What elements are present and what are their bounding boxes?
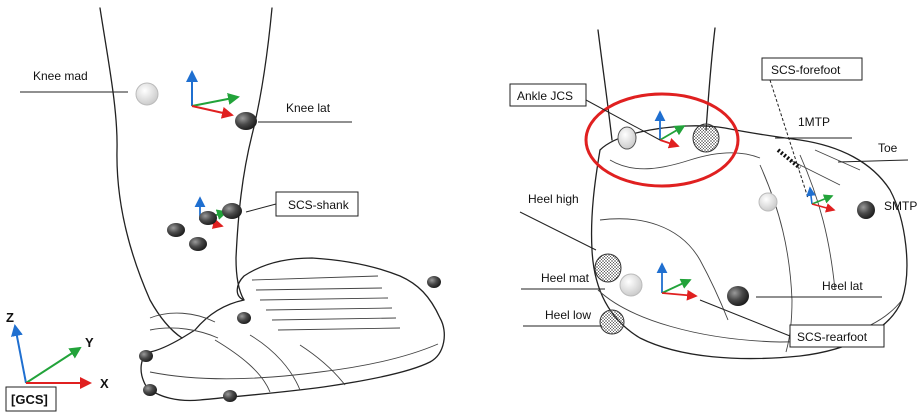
toe-leader: [838, 160, 908, 162]
knee-mad-label: Knee mad: [33, 69, 88, 83]
forefoot-medial-marker: [759, 193, 777, 211]
heel-lat-marker: [727, 286, 749, 306]
shoe-lacing: [252, 276, 400, 330]
heel-lat-label: Heel lat: [822, 279, 863, 293]
rear-shoe-outline: [592, 126, 907, 359]
right-panel: Ankle JCS SCS-forefoot 1MTP Toe SMTP Hee…: [510, 28, 917, 359]
rear-shoe-panel-3: [790, 150, 860, 290]
rear-shoe-inner-collar: [610, 153, 760, 169]
shank-cluster-marker-4: [189, 237, 207, 251]
scs-forefoot-leader: [770, 80, 808, 198]
scs-forefoot-axes: [810, 188, 834, 210]
shank-cluster-marker-2: [199, 211, 217, 225]
scs-shank-label: SCS-shank: [288, 198, 350, 212]
mtp1-marker: [778, 150, 800, 168]
scs-rearfoot-label: SCS-rearfoot: [797, 330, 868, 344]
gcs-axes: [15, 326, 90, 383]
shank-outline-lateral: [236, 8, 272, 300]
heel-high-label: Heel high: [528, 192, 579, 206]
shoe-marker-front-top: [427, 276, 441, 288]
shank-frame-axes: [192, 72, 238, 115]
ankle-jcs-label: Ankle JCS: [517, 89, 573, 103]
gcs-box-label: [GCS]: [11, 392, 48, 407]
shoe-marker-instep: [237, 312, 251, 324]
gcs-y-label: Y: [85, 335, 94, 350]
rear-shoe-panel-2: [760, 165, 792, 352]
heel-low-marker: [600, 310, 624, 334]
shoe-marker-heel-high: [139, 350, 153, 362]
shoe-side-stripes: [215, 335, 345, 392]
smtp-label: SMTP: [884, 199, 917, 213]
knee-lat-marker: [235, 112, 257, 130]
mtp1-label: 1MTP: [798, 115, 830, 129]
toe-label: Toe: [878, 141, 898, 155]
scs-forefoot-label: SCS-forefoot: [771, 63, 841, 77]
gcs-z-label: Z: [6, 310, 14, 325]
shoe-marker-heel-low: [143, 384, 157, 396]
scs-shank-leader: [246, 204, 276, 212]
ankle-jcs-axes: [660, 112, 684, 146]
shank-cluster-marker-3: [222, 203, 242, 219]
ankle-leg-line-2: [706, 28, 715, 130]
scs-rearfoot-axes: [662, 264, 696, 296]
smtp-marker: [857, 201, 875, 219]
shank-outline: [100, 8, 182, 338]
ankle-lat-marker: [693, 124, 719, 152]
ankle-leg-line-1: [598, 30, 612, 140]
heel-high-leader: [520, 212, 596, 250]
heel-mat-marker: [620, 274, 642, 296]
heel-mat-label: Heel mat: [541, 271, 590, 285]
left-panel: Knee mad Knee lat SCS-shank: [6, 8, 444, 411]
scs-rearfoot-leader: [700, 300, 790, 336]
knee-mad-marker: [136, 83, 158, 105]
shoe-marker-midfoot: [223, 390, 237, 402]
gcs-x-label: X: [100, 376, 109, 391]
knee-lat-label: Knee lat: [286, 101, 331, 115]
heel-high-marker: [595, 254, 621, 282]
ankle-med-marker: [618, 127, 636, 149]
heel-low-label: Heel low: [545, 308, 591, 322]
shank-cluster-marker-1: [167, 223, 185, 237]
